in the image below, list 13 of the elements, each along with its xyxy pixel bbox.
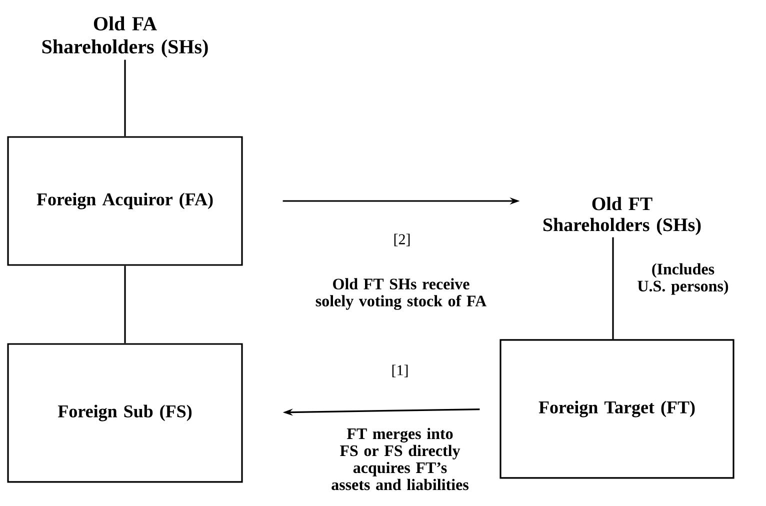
party-label: Old FA Shareholders (SHs) (42, 16, 208, 58)
description-text: FT merges into FS or FS directly acquires FT’s assets and liabilities (332, 428, 468, 490)
entity-box: Foreign Sub (FS) (7, 343, 243, 483)
step-number: [2] (392, 232, 412, 248)
step-number: [1] (390, 364, 410, 378)
description-text: Old FT SHs receive solely voting stock of FA (316, 278, 486, 310)
connector (612, 237, 614, 340)
connector (124, 60, 126, 136)
connector (124, 266, 126, 344)
note-text: (Includes U.S. persons) (638, 263, 728, 295)
party-label: Old FT Shareholders (SHs) (543, 196, 701, 236)
entity-box: Foreign Acquiror (FA) (7, 136, 243, 266)
entity-box: Foreign Target (FT) (500, 339, 734, 479)
